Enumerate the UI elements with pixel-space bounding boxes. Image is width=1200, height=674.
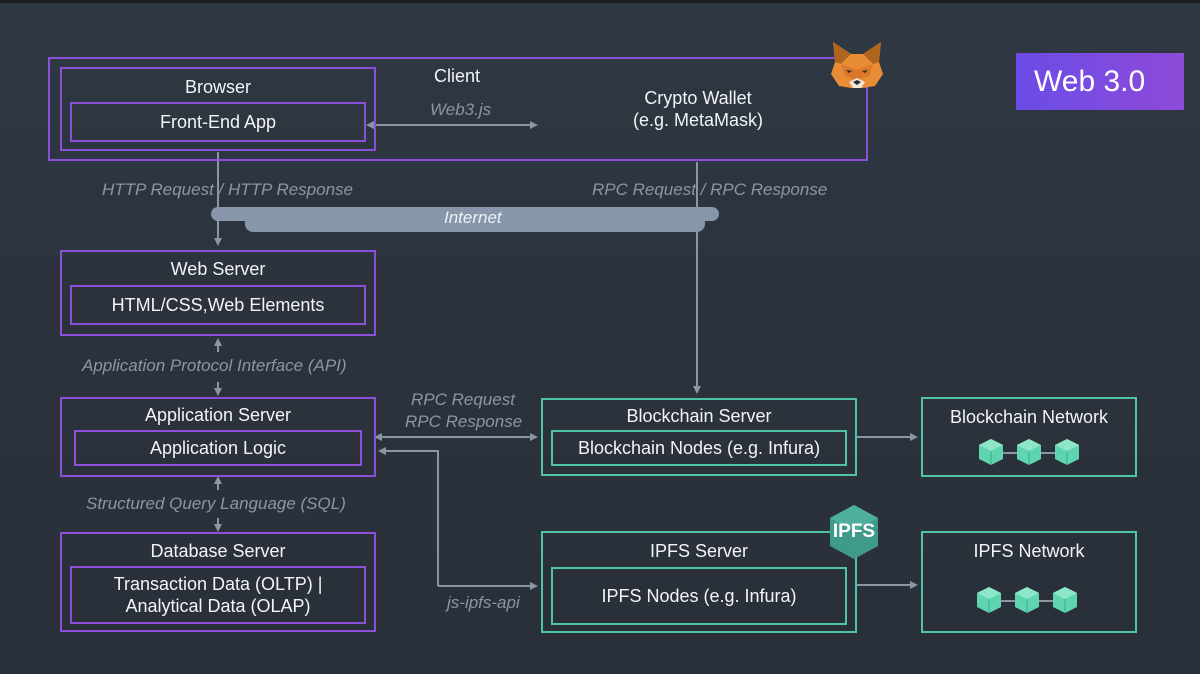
blockchain-server-title: Blockchain Server xyxy=(626,406,772,426)
ipfs-nodes-box: IPFS Nodes (e.g. Infura) xyxy=(551,567,847,625)
internet-bar xyxy=(211,207,719,232)
rpc-mid-label-2: RPC Response xyxy=(405,412,523,431)
web3-badge: Web 3.0 xyxy=(1016,53,1184,110)
application-server-box: Application Server Application Logic xyxy=(60,397,376,477)
web-server-title: Web Server xyxy=(170,259,266,279)
ipfs-api-connector xyxy=(378,447,439,586)
internet-label: Internet xyxy=(444,208,502,227)
ipfs-logo: IPFS xyxy=(829,504,879,560)
cube-icon xyxy=(1053,587,1077,613)
application-logic-box: Application Logic xyxy=(74,430,362,466)
blockchain-nodes-box: Blockchain Nodes (e.g. Infura) xyxy=(551,430,847,466)
blockchain-server-box: Blockchain Server Blockchain Nodes (e.g.… xyxy=(541,398,857,476)
database-data-line2: Analytical Data (OLAP) xyxy=(125,596,311,616)
database-data-line1: Transaction Data (OLTP) | xyxy=(113,574,323,594)
http-label: HTTP Request / HTTP Response xyxy=(102,180,353,199)
browser-title: Browser xyxy=(184,77,251,97)
cube-icon xyxy=(979,439,1003,465)
block-chain-icon xyxy=(977,587,1077,613)
wallet-line1: Crypto Wallet xyxy=(644,88,752,108)
cube-icon xyxy=(1015,587,1039,613)
database-data-box: Transaction Data (OLTP) | Analytical Dat… xyxy=(70,566,366,624)
blockchain-network-title: Blockchain Network xyxy=(949,407,1109,427)
ipfs-network-title: IPFS Network xyxy=(973,541,1085,561)
cube-icon xyxy=(1055,439,1079,465)
ipfs-api-label: js-ipfs-api xyxy=(447,593,520,612)
front-end-app-box: Front-End App xyxy=(70,102,366,142)
cube-icon xyxy=(1017,439,1041,465)
web-elements-box: HTML/CSS,Web Elements xyxy=(70,285,366,325)
database-server-box: Database Server Transaction Data (OLTP) … xyxy=(60,532,376,632)
database-server-title: Database Server xyxy=(150,541,286,561)
client-box xyxy=(48,57,868,161)
ipfs-server-title: IPFS Server xyxy=(649,541,749,561)
browser-box: Browser Front-End App xyxy=(60,67,376,151)
ipfs-logo-text: IPFS xyxy=(832,521,876,542)
ipfs-server-box: IPFS Server IPFS Nodes (e.g. Infura) xyxy=(541,531,857,633)
rpc-top-label: RPC Request / RPC Response xyxy=(592,180,828,199)
blockchain-network-box: Blockchain Network xyxy=(921,397,1137,477)
ipfs-hex-icon xyxy=(830,505,878,559)
wallet-line2: (e.g. MetaMask) xyxy=(632,110,764,130)
ipfs-network-box: IPFS Network xyxy=(921,531,1137,633)
cube-icon xyxy=(977,587,1001,613)
block-chain-icon xyxy=(979,439,1079,465)
sql-label: Structured Query Language (SQL) xyxy=(86,494,346,513)
application-server-title: Application Server xyxy=(144,405,292,425)
client-label: Client xyxy=(434,66,481,86)
web3js-label: Web3.js xyxy=(430,100,492,119)
api-label: Application Protocol Interface (API) xyxy=(82,356,347,375)
rpc-mid-label-1: RPC Request xyxy=(411,390,515,409)
metamask-fox-icon xyxy=(831,42,883,88)
top-border xyxy=(0,0,1200,3)
web-server-box: Web Server HTML/CSS,Web Elements xyxy=(60,250,376,336)
